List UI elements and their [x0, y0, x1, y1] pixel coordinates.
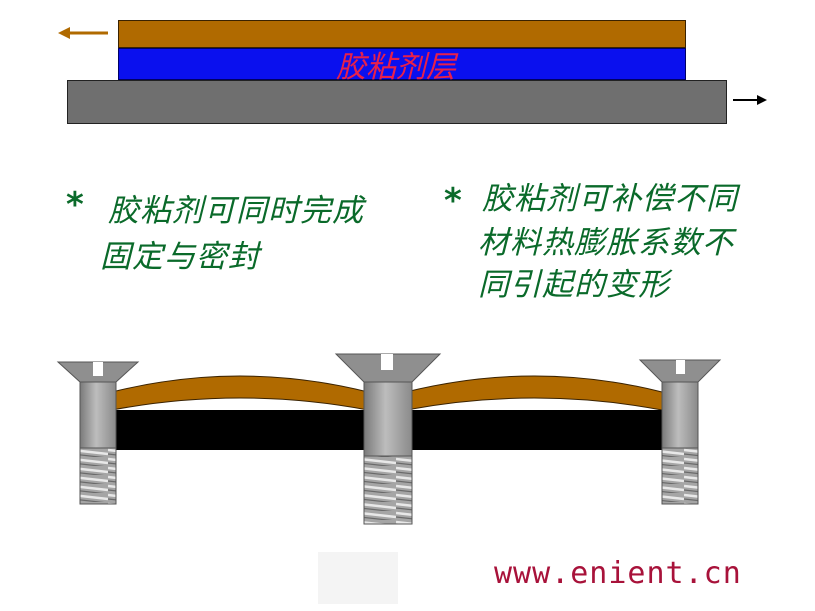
bottom-diagram	[56, 353, 722, 525]
top-diagram: 胶粘剂层	[0, 0, 815, 140]
watermark-url: www.enient.cn	[494, 556, 742, 591]
adhesive-layer	[118, 48, 686, 80]
screw-icon	[56, 361, 140, 505]
bullet-text-line: 胶粘剂可同时完成	[108, 193, 364, 229]
watermark-shadow	[318, 552, 398, 604]
bullet-text-line: 材料热膨胀系数不	[478, 225, 734, 261]
bullet-text-line: 固定与密封	[100, 239, 260, 275]
adhesive-layer-label: 胶粘剂层	[336, 50, 456, 85]
warped-layer-left	[111, 375, 369, 411]
screw-icon	[638, 359, 722, 505]
arrow-right-icon	[733, 95, 767, 105]
bullet-text-line: 同引起的变形	[478, 267, 670, 303]
base-substrate-layer	[67, 80, 727, 124]
bullet-marker: *	[66, 185, 84, 225]
arrow-left-icon	[58, 27, 108, 39]
warped-layer-right	[405, 375, 663, 411]
top-substrate-layer	[118, 20, 686, 48]
bullet-text-line: 胶粘剂可补偿不同	[482, 181, 738, 217]
screw-icon	[334, 353, 442, 525]
bullet-marker: *	[444, 181, 462, 221]
